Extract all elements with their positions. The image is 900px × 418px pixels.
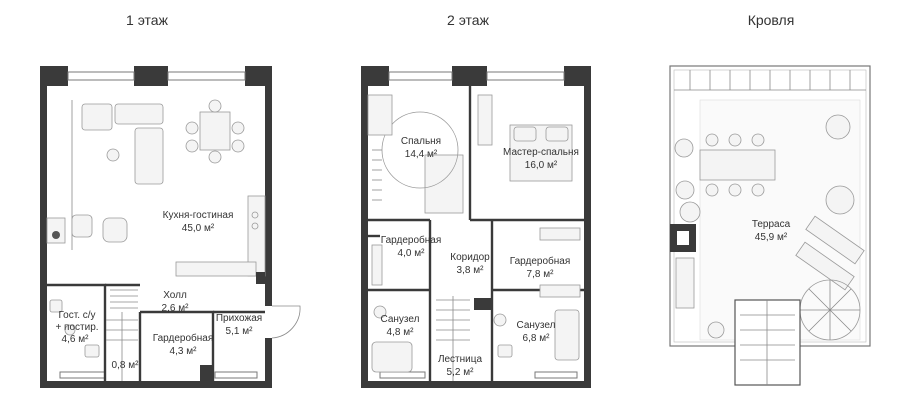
room-area: 5,1 м² <box>226 326 254 337</box>
room-area: 4,3 м² <box>170 346 198 357</box>
roof-plan: Терраса 45,9 м² <box>669 65 871 386</box>
room-label: Мастер-спальня <box>503 147 579 158</box>
room-label: Холл <box>163 290 187 301</box>
room-area: 4,0 м² <box>398 248 426 259</box>
room-area: 4,6 м² <box>62 334 90 345</box>
room-area: 14,4 м² <box>405 149 438 160</box>
room-label: Гост. с/у <box>58 310 95 321</box>
room-label: Терраса <box>752 219 791 230</box>
room-label-2: + постир. <box>55 322 98 333</box>
room-label: Прихожая <box>216 313 262 324</box>
room-label: Коридор <box>450 252 490 263</box>
room-label: Санузел <box>517 320 556 331</box>
room-area: 0,8 м² <box>112 360 140 371</box>
room-label: Спальня <box>401 136 441 147</box>
room-area: 45,9 м² <box>755 232 788 243</box>
room-area: 7,8 м² <box>527 269 555 280</box>
room-label: Гардеробная <box>381 234 442 246</box>
floor-1-title: 1 этаж <box>126 12 169 28</box>
roof-title: Кровля <box>748 12 795 28</box>
room-area: 45,0 м² <box>182 223 215 234</box>
floor-2-plan: Спальня 14,4 м² Мастер-спальня 16,0 м² Г… <box>361 66 591 388</box>
room-area: 3,8 м² <box>457 265 485 276</box>
room-label: Кухня-гостиная <box>163 210 234 221</box>
room-label: Санузел <box>381 314 420 325</box>
room-area: 2,6 м² <box>162 303 190 314</box>
room-label: Гардеробная <box>510 255 571 267</box>
floor-1-plan: Кухня-гостиная 45,0 м² Холл 2,6 м² Прихо… <box>40 66 301 388</box>
room-area: 16,0 м² <box>525 160 558 171</box>
room-area: 5,2 м² <box>447 367 475 378</box>
room-label: Гардеробная <box>153 332 214 344</box>
room-label: Лестница <box>438 354 483 365</box>
room-area: 6,8 м² <box>523 333 551 344</box>
room-area: 4,8 м² <box>387 327 415 338</box>
floor-2-title: 2 этаж <box>447 12 490 28</box>
